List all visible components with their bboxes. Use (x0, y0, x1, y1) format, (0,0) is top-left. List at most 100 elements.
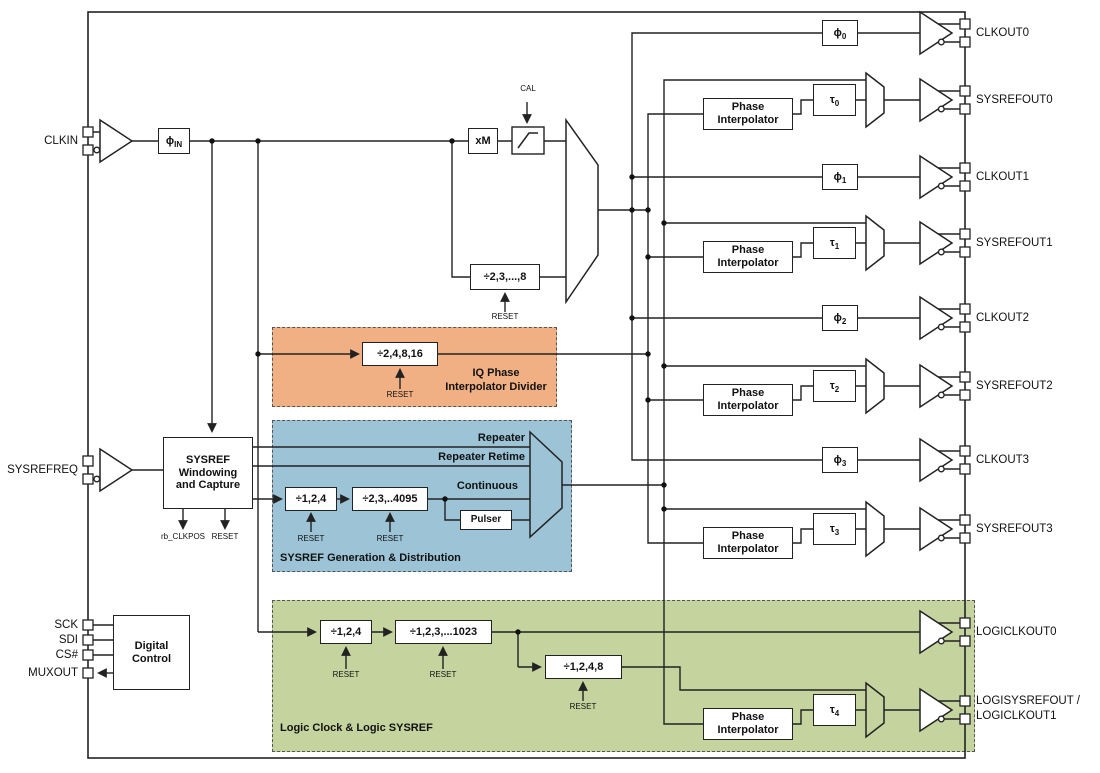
tau4-symbol: τ4 (829, 703, 840, 718)
clock-divider-block: ÷2,3,...,8 (470, 264, 540, 290)
sysrefreq-buffer (99, 447, 134, 493)
wires (93, 23, 960, 725)
phi1-symbol: ϕ1 (833, 170, 847, 185)
tau4-delay-block: τ4 (813, 694, 856, 726)
reset-label-logic-div1: RESET (332, 670, 360, 679)
sysrefout2-label: SYSREFOUT2 (976, 380, 1053, 392)
iq-divider-block: ÷2,4,8,16 (362, 342, 438, 366)
logic-divider3-block: ÷1,2,4,8 (545, 655, 622, 679)
tau3-delay-block: τ3 (813, 513, 856, 545)
repeater-retime-label: Repeater Retime (438, 451, 525, 463)
digital-control-block: Digital Control (113, 615, 190, 690)
phi2-symbol: ϕ2 (833, 311, 847, 326)
arrowheads (97, 102, 588, 701)
sysrefout3-buffer (919, 506, 954, 552)
phi-in-block: ϕIN (158, 128, 190, 154)
clkout0-label: CLKOUT0 (976, 27, 1030, 39)
xm-multiplier-block: xM (468, 128, 498, 154)
clkout1-label: CLKOUT1 (976, 171, 1030, 183)
logicsysref-mux (865, 681, 885, 739)
iq-phase-interpolator-divider-region (272, 327, 557, 407)
logic-divider1-block: ÷1,2,4 (320, 620, 372, 644)
inverter-bubbles (93, 38, 945, 723)
tau1-symbol: τ1 (829, 236, 840, 251)
phi3-phase-block: ϕ3 (822, 447, 858, 473)
tau1-delay-block: τ1 (813, 227, 856, 259)
sck-label: SCK (54, 619, 78, 631)
phi-in-symbol: ϕIN (165, 134, 183, 149)
mux-shapes (529, 71, 885, 739)
clkin-label: CLKIN (44, 135, 78, 147)
sysrefout0-label: SYSREFOUT0 (976, 94, 1053, 106)
logicsysrefout-label: LOGISYSREFOUT / LOGICLKOUT1 (976, 695, 1080, 722)
chip-border (87, 11, 966, 759)
logic-divider2-block: ÷1,2,3,...1023 (395, 620, 492, 644)
cal-label: CAL (520, 84, 536, 93)
phi2-phase-block: ϕ2 (822, 305, 858, 331)
cal-filter-block (511, 126, 545, 155)
pulser-block: Pulser (460, 510, 512, 530)
clkout3-buffer (919, 437, 954, 483)
rb-clkpos-label: rb_CLKPOS (160, 532, 206, 541)
phase-interpolator-0-block: Phase Interpolator (703, 98, 793, 130)
sysref-divider2-block: ÷2,3,..4095 (352, 487, 428, 511)
sysrefout2-buffer (919, 363, 954, 409)
clkout1-buffer (919, 154, 954, 200)
reset-label-sysref-div1: RESET (297, 534, 325, 543)
pin-squares (82, 18, 971, 725)
sysrefout0-buffer (919, 77, 954, 123)
clkout0-buffer (919, 10, 954, 56)
reset-label-windowing: RESET (211, 532, 239, 541)
sysrefout1-mux (865, 214, 885, 272)
sysrefout2-mux (865, 357, 885, 415)
reset-label-logic-div2: RESET (429, 670, 457, 679)
reset-label-clock-divider: RESET (491, 312, 519, 321)
tau0-delay-block: τ0 (813, 84, 856, 116)
tau2-delay-block: τ2 (813, 370, 856, 402)
logic-region-title: Logic Clock & Logic SYSREF (280, 722, 433, 734)
filter-curve-icon (517, 132, 538, 149)
muxout-label: MUXOUT (28, 667, 78, 679)
logiclkout0-buffer (919, 609, 954, 655)
logiclkout0-label: LOGICLKOUT0 (976, 626, 1057, 638)
tau3-symbol: τ3 (829, 522, 840, 537)
phi0-symbol: ϕ0 (833, 26, 847, 41)
phi3-symbol: ϕ3 (833, 453, 847, 468)
tau0-symbol: τ0 (829, 93, 840, 108)
junction-dots (209, 138, 667, 635)
phi1-phase-block: ϕ1 (822, 164, 858, 190)
continuous-label: Continuous (456, 480, 518, 492)
clkin-buffer (99, 118, 134, 164)
phase-interpolator-4-block: Phase Interpolator (703, 708, 793, 740)
reset-label-iq-divider: RESET (386, 390, 414, 399)
sysref-region-title: SYSREF Generation & Distribution (280, 552, 461, 564)
logicsysrefout-buffer (919, 687, 954, 733)
reset-label-sysref-div2: RESET (376, 534, 404, 543)
logic-clock-region (272, 600, 975, 752)
phase-interpolator-2-block: Phase Interpolator (703, 384, 793, 416)
sysref-divider1-block: ÷1,2,4 (285, 487, 337, 511)
tau2-symbol: τ2 (829, 379, 840, 394)
sysrefout3-label: SYSREFOUT3 (976, 523, 1053, 535)
sysrefout0-mux (865, 71, 885, 129)
clkout3-label: CLKOUT3 (976, 454, 1030, 466)
reset-label-logic-div3: RESET (569, 702, 597, 711)
iq-region-title: IQ Phase Interpolator Divider (445, 367, 547, 394)
clkout2-buffer (919, 295, 954, 341)
clkout2-label: CLKOUT2 (976, 312, 1030, 324)
cs-label: CS# (55, 649, 78, 661)
sysrefout1-buffer (919, 220, 954, 266)
sysref-windowing-block: SYSREF Windowing and Capture (163, 437, 253, 509)
sdi-label: SDI (58, 634, 78, 646)
main-clock-mux (565, 117, 599, 305)
sysrefout1-label: SYSREFOUT1 (976, 237, 1053, 249)
sysrefout3-mux (865, 500, 885, 558)
sysref-mux (529, 430, 563, 539)
repeater-label: Repeater (477, 432, 525, 444)
phi0-phase-block: ϕ0 (822, 20, 858, 46)
phase-interpolator-3-block: Phase Interpolator (703, 527, 793, 559)
phase-interpolator-1-block: Phase Interpolator (703, 241, 793, 273)
sysrefreq-label: SYSREFREQ (7, 464, 78, 476)
